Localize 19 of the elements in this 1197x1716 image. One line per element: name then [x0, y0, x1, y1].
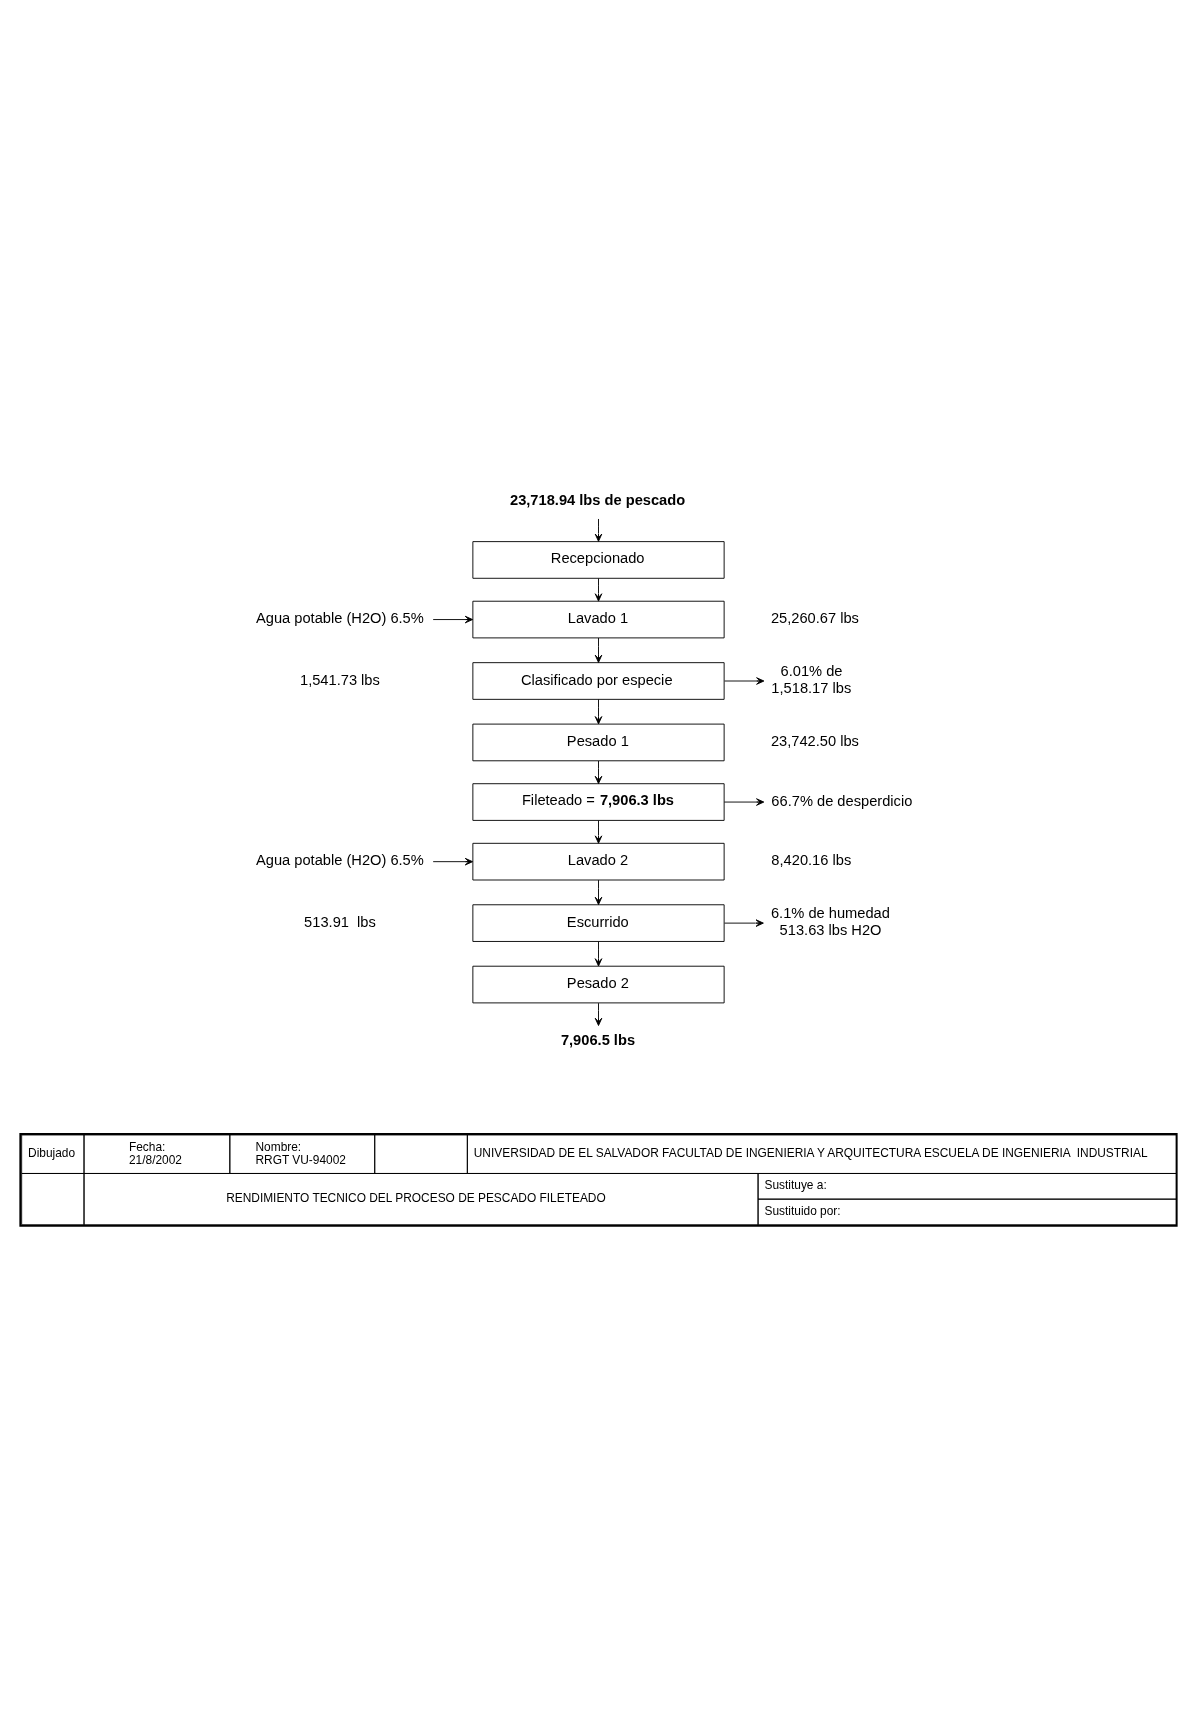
node-label: 25,260.67 lbs	[770, 610, 859, 627]
label: Nombre: RRGT VU-94002	[255, 1139, 346, 1167]
node-text: 7,906.5 lbs	[560, 1031, 636, 1048]
label: UNIVERSIDAD DE EL SALVADOR FACULTAD DE INGENIERIA Y ARQUITECTURA ESCUELA DE INGENIERIA INDUSTRIAL	[473, 1146, 1148, 1161]
node-text: 6.01% de 1,518.17 lbs	[771, 663, 852, 696]
node-label: 513.91 lbs	[304, 913, 376, 930]
node-text: 66.7% de desperdicio	[771, 792, 913, 809]
label: Sustituye a:	[764, 1178, 827, 1193]
node-text: Agua potable (H2O) 6.5%	[255, 610, 424, 627]
node-label: 1,541.73 lbs	[299, 671, 380, 688]
label: Dibujado	[28, 1146, 76, 1161]
label: RENDIMIENTO TECNICO DEL PROCESO DE PESCADO FILETEADO	[226, 1191, 606, 1206]
node-label: 23,742.50 lbs	[770, 732, 859, 749]
label: Fecha: 21/8/2002	[128, 1139, 182, 1167]
node-text: Agua potable (H2O) 6.5%	[255, 852, 424, 869]
node-text: 23,718.94 lbs de pescado	[510, 491, 686, 508]
label: Sustituido por:	[764, 1204, 841, 1219]
node-text: 6.1% de humedad 513.63 lbs H2O	[770, 905, 890, 938]
node-label: 8,420.16 lbs	[771, 852, 852, 869]
